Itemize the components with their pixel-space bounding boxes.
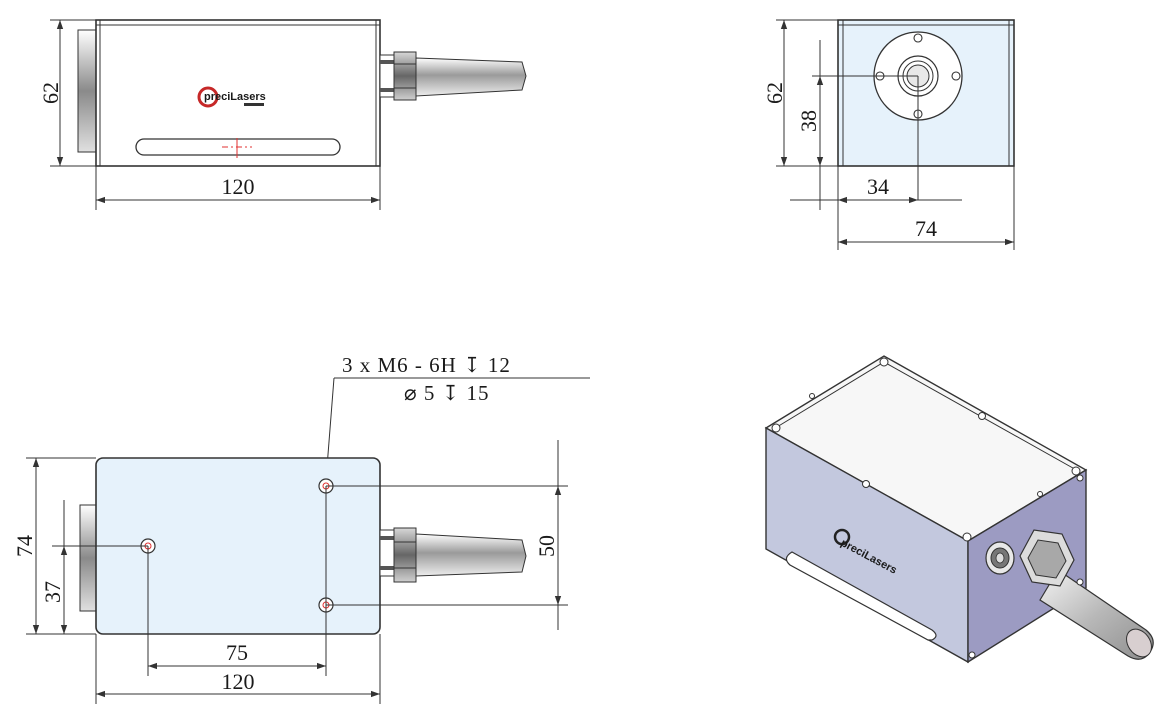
end-center-height-label: 38 [796,110,821,132]
bottom-hole-spacing-dimension: 50 [534,440,562,630]
iso-cable-assembly [1019,529,1154,660]
iso-slot [785,551,937,641]
bottom-hole-height-label: 37 [40,581,65,603]
side-cable [415,57,527,97]
thread-note-line1: 3 x M6 - 6H ↧ 12 [342,353,511,377]
side-length-label: 120 [222,174,255,199]
side-center-mark [222,138,252,158]
side-height-dimension: 62 [38,19,96,167]
isometric-view: preciLasers [764,355,1154,664]
bottom-hole-pitch-dimension: 75 [148,640,326,670]
end-height-label: 62 [762,82,787,104]
side-view: preciLasers 62 120 [38,19,527,210]
bottom-view: 3 x M6 - 6H ↧ 12 ⌀ 5 ↧ 15 [12,353,590,704]
bottom-connector [379,527,527,583]
end-width-label: 74 [915,216,937,241]
bottom-hole-spacing-label: 50 [534,535,559,557]
side-length-dimension: 120 [95,166,381,210]
bottom-end-cap [79,504,97,612]
bottom-width-dimension: 74 [12,457,96,635]
end-width-dimension: 74 [837,166,1015,250]
bottom-width-label: 74 [12,535,37,557]
iso-port [985,541,1015,575]
side-connector [379,51,527,101]
end-center-offset-dimension: 34 [790,174,962,204]
bottom-length-dimension: 120 [95,634,381,704]
side-end-cap [77,29,97,153]
bottom-hole-height-dimension: 37 [40,500,68,634]
side-logo-text: preciLasers [204,91,266,103]
bottom-cable [415,533,527,577]
side-logo: preciLasers [197,86,266,108]
bottom-length-label: 120 [222,669,255,694]
end-view: 62 38 34 74 [762,19,1015,250]
side-height-label: 62 [38,82,63,104]
end-height-dimension: 62 [762,19,838,167]
end-center-height-dimension: 38 [796,40,824,210]
end-center-offset-label: 34 [867,174,889,199]
bottom-hole-pitch-label: 75 [226,640,248,665]
thread-note-line2: ⌀ 5 ↧ 15 [404,381,490,405]
thread-note: 3 x M6 - 6H ↧ 12 ⌀ 5 ↧ 15 [323,353,590,481]
